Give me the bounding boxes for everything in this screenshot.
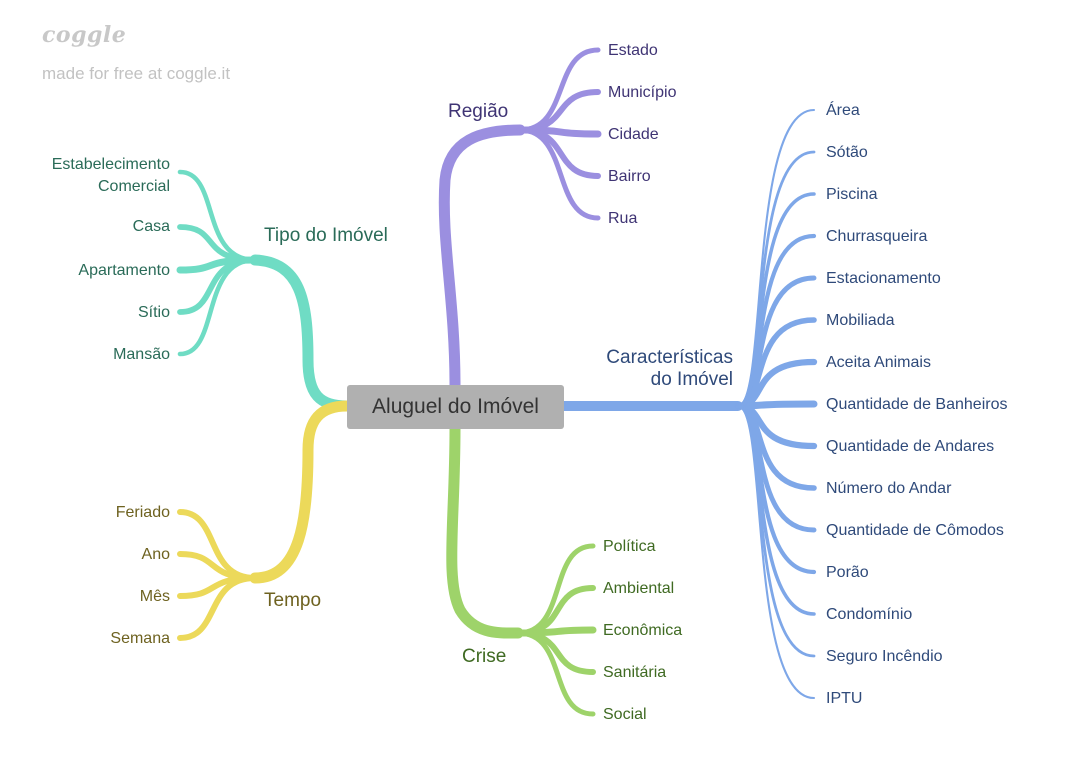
regiao-connectors	[438, 47, 602, 391]
leaf-car-qtd-andares[interactable]: Quantidade de Andares	[826, 438, 995, 455]
crise-leaf-curve	[515, 630, 596, 717]
leaf-car-numero-andar[interactable]: Número do Andar	[826, 480, 952, 497]
leaf-tipo-casa[interactable]: Casa	[132, 218, 170, 235]
leaf-car-piscina[interactable]: Piscina	[826, 186, 878, 203]
leaf-crise-social[interactable]: Social	[603, 706, 647, 723]
leaf-tempo-semana[interactable]: Semana	[110, 630, 170, 647]
caracteristicas-connectors	[559, 108, 818, 700]
leaf-crise-ambiental[interactable]: Ambiental	[603, 580, 675, 597]
branch-caracteristicas[interactable]: Características do Imóvel	[560, 347, 733, 391]
leaf-car-aceita-animais[interactable]: Aceita Animais	[826, 354, 931, 371]
leaf-car-area[interactable]: Área	[826, 102, 860, 119]
leaf-tipo-estabelecimento-line1: Estabelecimento	[51, 156, 170, 173]
leaf-car-sotao[interactable]: Sótão	[826, 144, 868, 161]
coggle-attribution: made for free at coggle.it	[42, 64, 231, 83]
crise-connectors	[446, 423, 597, 717]
leaf-tempo-mes[interactable]: Mês	[139, 588, 170, 605]
leaf-car-qtd-banheiros[interactable]: Quantidade de Banheiros	[826, 396, 1008, 413]
leaf-car-mobiliada[interactable]: Mobiliada	[826, 312, 895, 329]
branch-caracteristicas-line2: do Imóvel	[650, 369, 733, 390]
branch-regiao[interactable]: Região	[448, 101, 509, 122]
leaf-tipo-sitio[interactable]: Sítio	[137, 304, 170, 321]
tempo-connectors	[177, 400, 353, 641]
leaf-tipo-apartamento[interactable]: Apartamento	[78, 262, 170, 279]
leaf-car-iptu[interactable]: IPTU	[826, 690, 863, 707]
branch-tipo[interactable]: Tipo do Imóvel	[264, 225, 388, 246]
root-node-label: Aluguel do Imóvel	[372, 395, 539, 418]
branch-crise[interactable]: Crise	[462, 646, 507, 667]
leaf-tipo-mansao[interactable]: Mansão	[113, 346, 170, 363]
caracteristicas-leaf-curve	[736, 404, 816, 700]
leaf-crise-sanitaria[interactable]: Sanitária	[603, 664, 667, 681]
leaf-car-porao[interactable]: Porão	[826, 564, 869, 581]
root-node[interactable]: Aluguel do Imóvel	[347, 385, 564, 429]
crise-main-curve	[446, 423, 524, 639]
leaf-regiao-municipio[interactable]: Município	[608, 84, 677, 101]
leaf-car-seguro-incendio[interactable]: Seguro Incêndio	[826, 648, 943, 665]
leaf-regiao-bairro[interactable]: Bairro	[608, 168, 651, 185]
coggle-logo: coggle	[42, 22, 127, 48]
leaf-crise-politica[interactable]: Política	[603, 538, 656, 555]
leaf-crise-economica[interactable]: Econômica	[603, 622, 683, 639]
leaf-car-churrasqueira[interactable]: Churrasqueira	[826, 228, 928, 245]
regiao-main-curve	[438, 124, 526, 391]
leaf-car-qtd-comodos[interactable]: Quantidade de Cômodos	[826, 522, 1004, 539]
leaf-car-condominio[interactable]: Condomínio	[826, 606, 913, 623]
branch-tempo[interactable]: Tempo	[264, 590, 322, 611]
leaf-regiao-cidade[interactable]: Cidade	[608, 126, 659, 143]
regiao-leaf-curve	[517, 127, 601, 221]
tempo-main-curve	[249, 400, 353, 584]
leaf-car-estacionamento[interactable]: Estacionamento	[826, 270, 941, 287]
leaf-regiao-estado[interactable]: Estado	[608, 42, 658, 59]
leaf-tipo-estabelecimento-line2: Comercial	[97, 178, 170, 195]
leaf-tipo-estabelecimento-comercial[interactable]: Estabelecimento Comercial	[20, 154, 170, 198]
tipo-leaf-curve	[177, 257, 258, 357]
tipo-main-curve	[249, 254, 353, 412]
leaf-regiao-rua[interactable]: Rua	[608, 210, 638, 227]
tipo-connectors	[176, 169, 353, 412]
branch-caracteristicas-line1: Características	[606, 347, 733, 368]
leaf-tempo-feriado[interactable]: Feriado	[115, 504, 170, 521]
tempo-leaf-curve	[177, 575, 258, 641]
leaf-tempo-ano[interactable]: Ano	[141, 546, 170, 563]
